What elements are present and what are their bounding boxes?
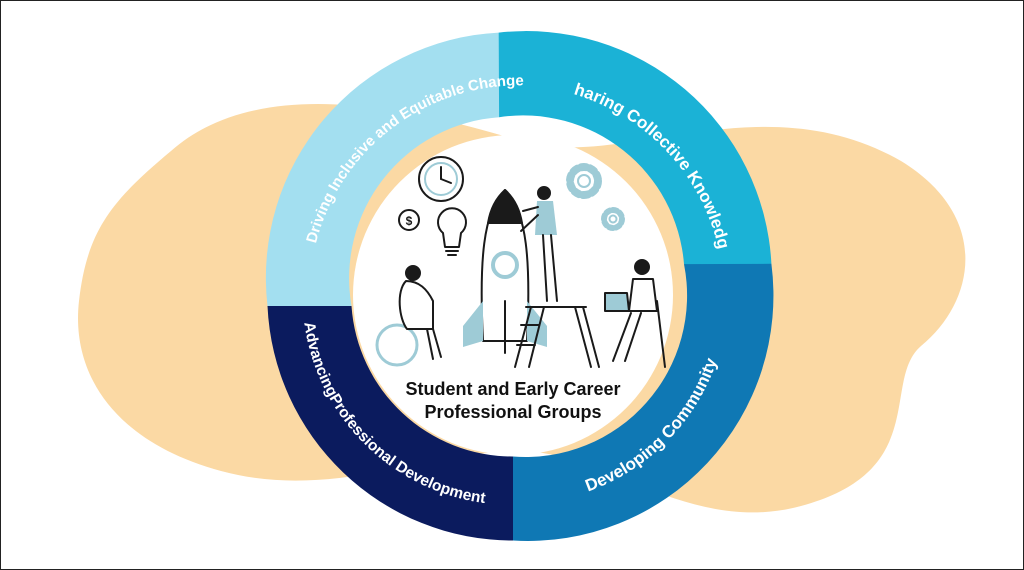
gear-icon — [601, 207, 625, 231]
dollar-coin-icon: $ — [398, 209, 420, 231]
center-title-line-2: Professional Groups — [424, 402, 602, 422]
step-ladder — [514, 306, 600, 368]
clock-icon — [418, 156, 464, 202]
center-title: Student and Early Career Professional Gr… — [353, 378, 673, 424]
rocket-illustration — [463, 189, 547, 354]
team-illustration: $ — [375, 156, 666, 368]
wheelchair-user-figure — [375, 265, 442, 367]
gear-icon — [566, 163, 602, 199]
segment-driving-inclusive — [265, 32, 538, 306]
lightbulb-icon — [437, 207, 467, 256]
segment-developing-community — [498, 263, 774, 541]
segment-sharing-knowledge — [498, 31, 772, 304]
svg-text:$: $ — [406, 214, 413, 228]
standing-person-figure — [520, 186, 558, 302]
laptop-user-figure — [604, 259, 666, 368]
center-title-line-1: Student and Early Career — [405, 379, 621, 399]
segment-advancing-development — [267, 306, 513, 541]
